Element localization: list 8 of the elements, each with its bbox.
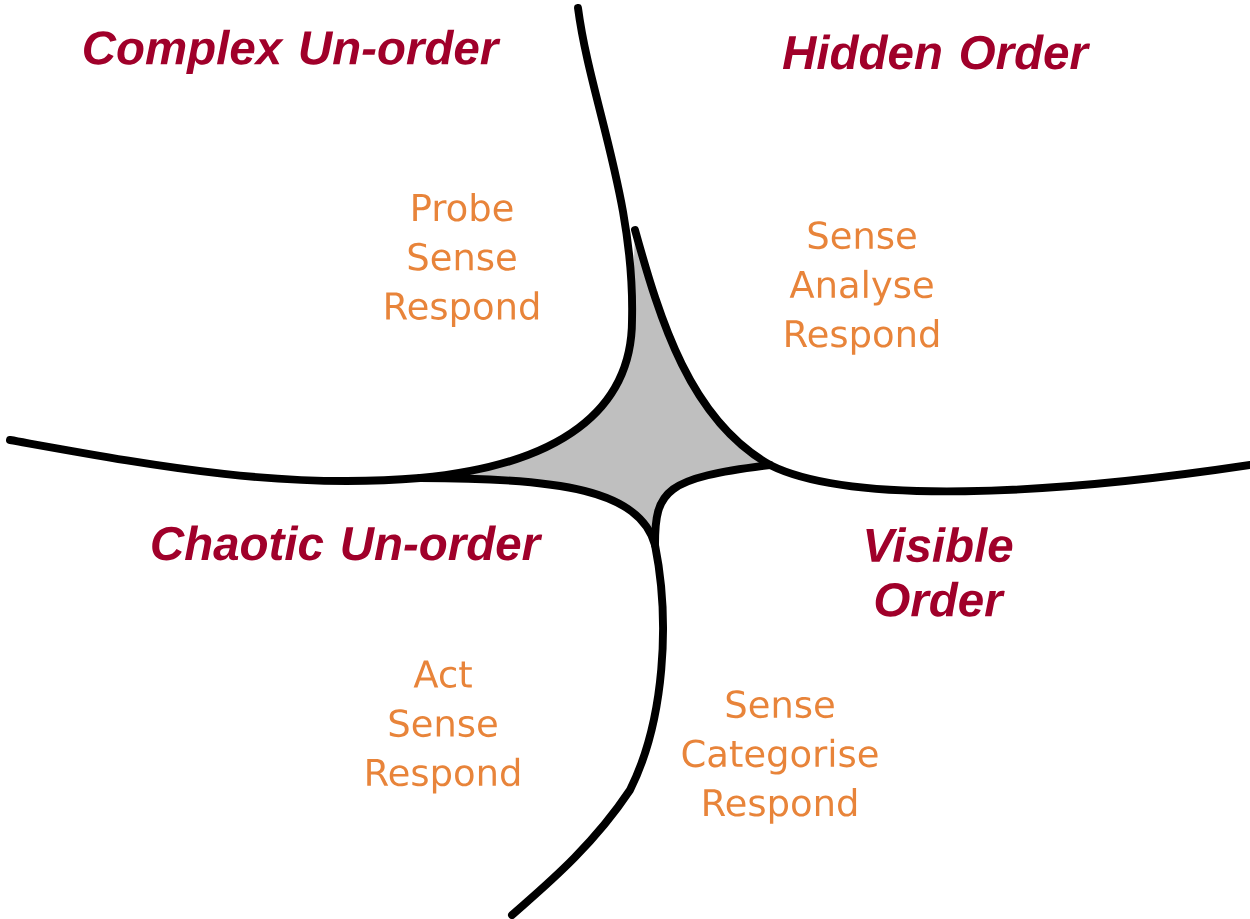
domain-title: Complex Un-order — [84, 29, 501, 75]
domain-title: Chaotic Un-order — [152, 525, 543, 561]
domain-title: Visible Order — [866, 527, 1013, 617]
practice-text: Sense Analyse Respond — [786, 221, 939, 355]
practice-text: Act Sense Respond — [367, 660, 520, 794]
domain-title: Hidden Order — [782, 34, 1091, 70]
practice-text: Probe Sense Respond — [386, 192, 539, 328]
practice-text: Sense Categorise Respond — [682, 690, 878, 824]
